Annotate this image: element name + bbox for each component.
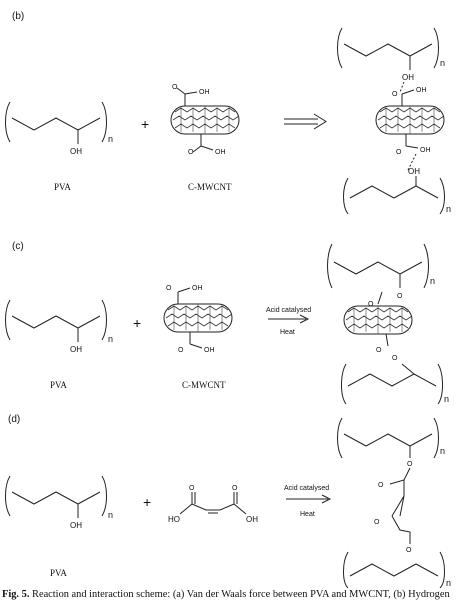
- carbonyl-o: O: [178, 347, 184, 354]
- pva-oh: OH: [70, 521, 82, 530]
- product-structure: n O O O O n: [327, 243, 449, 405]
- carbonyl-o: O: [396, 149, 402, 156]
- pva-n: n: [108, 510, 113, 520]
- carbonyl-o: O: [376, 347, 382, 354]
- product-n-bottom: n: [444, 394, 449, 404]
- carbonyl-o: O: [188, 149, 194, 156]
- product-oh-bottom: OH: [408, 167, 420, 176]
- ester-o: O: [406, 547, 412, 554]
- carbonyl-o: O: [392, 91, 398, 98]
- carbonyl-o: O: [378, 482, 384, 489]
- ester-o: O: [397, 293, 403, 300]
- condition-top: Acid catalysed: [284, 485, 329, 492]
- pva-structure: OH n: [5, 101, 113, 156]
- pva-label: PVA: [50, 568, 67, 578]
- caption-text: Reaction and interaction scheme: (a) Van…: [32, 589, 450, 600]
- cooh-bottom: OH: [204, 347, 215, 354]
- plus-sign: +: [143, 494, 151, 510]
- carbonyl-o: O: [189, 485, 195, 492]
- condition-top: Acid catalysed: [266, 307, 311, 314]
- product-n-top: n: [430, 276, 435, 286]
- product-oh-top: OH: [402, 73, 414, 82]
- pva-oh: OH: [70, 345, 82, 354]
- reaction-arrow: [284, 113, 327, 130]
- pva-oh: OH: [70, 147, 82, 156]
- ester-o: O: [407, 461, 413, 468]
- pva-label: PVA: [50, 380, 67, 390]
- product-structure: n OH O OH O OH OH n: [337, 27, 451, 215]
- panel-b: (b) OH n PVA + O OH O OH C-MWCNT: [5, 11, 451, 215]
- figure-number: Fig. 5.: [2, 589, 30, 600]
- reaction-arrow: [268, 314, 310, 324]
- panel-c-label: (c): [12, 241, 24, 252]
- carboxyl-oh-top: OH: [416, 87, 427, 94]
- cooh-top: OH: [192, 285, 203, 292]
- product-n-top: n: [440, 446, 445, 456]
- pva-label: PVA: [54, 182, 71, 192]
- cooh-bottom: OH: [215, 149, 226, 156]
- carbonyl-o: O: [368, 301, 374, 308]
- pva-n: n: [108, 334, 113, 344]
- carboxyl-oh-bottom: OH: [420, 147, 431, 154]
- cmwcnt-structure: O OH O OH: [163, 285, 233, 354]
- reaction-scheme: (b) OH n PVA + O OH O OH C-MWCNT: [5, 11, 451, 588]
- pva-structure: OH n: [5, 299, 113, 354]
- product-structure: n O O O O n: [337, 417, 451, 588]
- cooh-top: OH: [199, 89, 210, 96]
- figure-caption: Fig. 5. Reaction and interaction scheme:…: [2, 588, 474, 604]
- pva-n: n: [108, 134, 113, 144]
- maleic-acid-structure: HO O O OH: [168, 485, 258, 524]
- product-n-bottom: n: [446, 578, 451, 588]
- acid-ho: HO: [168, 515, 180, 524]
- cnt-label: C-MWCNT: [182, 380, 226, 390]
- cmwcnt-structure: O OH O OH: [170, 84, 240, 156]
- panel-b-label: (b): [12, 11, 24, 22]
- plus-sign: +: [141, 116, 149, 132]
- condition-bottom: Heat: [280, 329, 295, 336]
- panel-d: (d) OH n PVA + HO O O OH Acid catalysed …: [5, 414, 451, 588]
- carbonyl-o: O: [374, 519, 380, 526]
- product-n-top: n: [440, 58, 445, 68]
- panel-d-label: (d): [8, 414, 20, 425]
- pva-structure: OH n: [5, 475, 113, 530]
- condition-bottom: Heat: [300, 511, 315, 518]
- cnt-label: C-MWCNT: [188, 182, 232, 192]
- panel-c: (c) OH n PVA + O OH O OH C-MWCNT Acid ca…: [5, 241, 449, 405]
- product-n-bottom: n: [446, 204, 451, 214]
- plus-sign: +: [133, 315, 141, 331]
- ester-o: O: [392, 355, 398, 362]
- acid-oh: OH: [246, 515, 258, 524]
- carbonyl-o: O: [166, 285, 172, 292]
- carbonyl-o: O: [232, 485, 238, 492]
- carbonyl-o: O: [172, 84, 178, 91]
- reaction-arrow: [286, 494, 332, 504]
